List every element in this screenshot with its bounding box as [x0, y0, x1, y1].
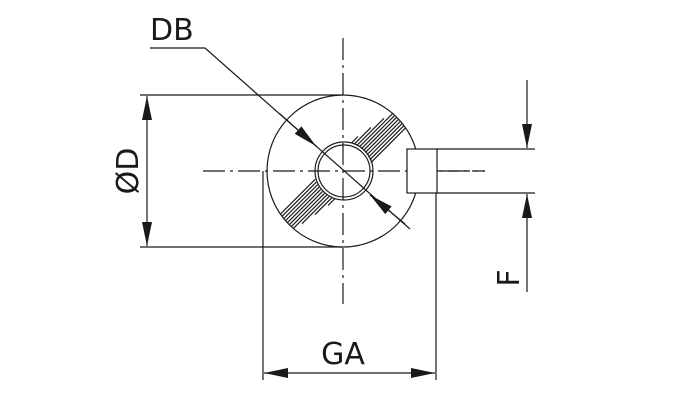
bore-inner	[317, 144, 371, 198]
hatch-line	[267, 99, 411, 247]
hatch-line	[314, 95, 419, 216]
hatch-line	[301, 95, 419, 225]
hatch-line	[267, 126, 372, 247]
f-label: F	[492, 269, 527, 286]
ga-label: GA	[321, 337, 365, 372]
db-leader-line	[150, 47, 411, 230]
bore-outer	[314, 141, 374, 201]
hatch-line	[267, 108, 398, 247]
hatch-line	[267, 117, 385, 247]
side-spigot	[406, 148, 438, 194]
hatch-line	[267, 136, 359, 247]
diameter-label: ØD	[111, 148, 146, 195]
hatch-line	[288, 95, 419, 234]
db-label: DB	[150, 13, 194, 48]
